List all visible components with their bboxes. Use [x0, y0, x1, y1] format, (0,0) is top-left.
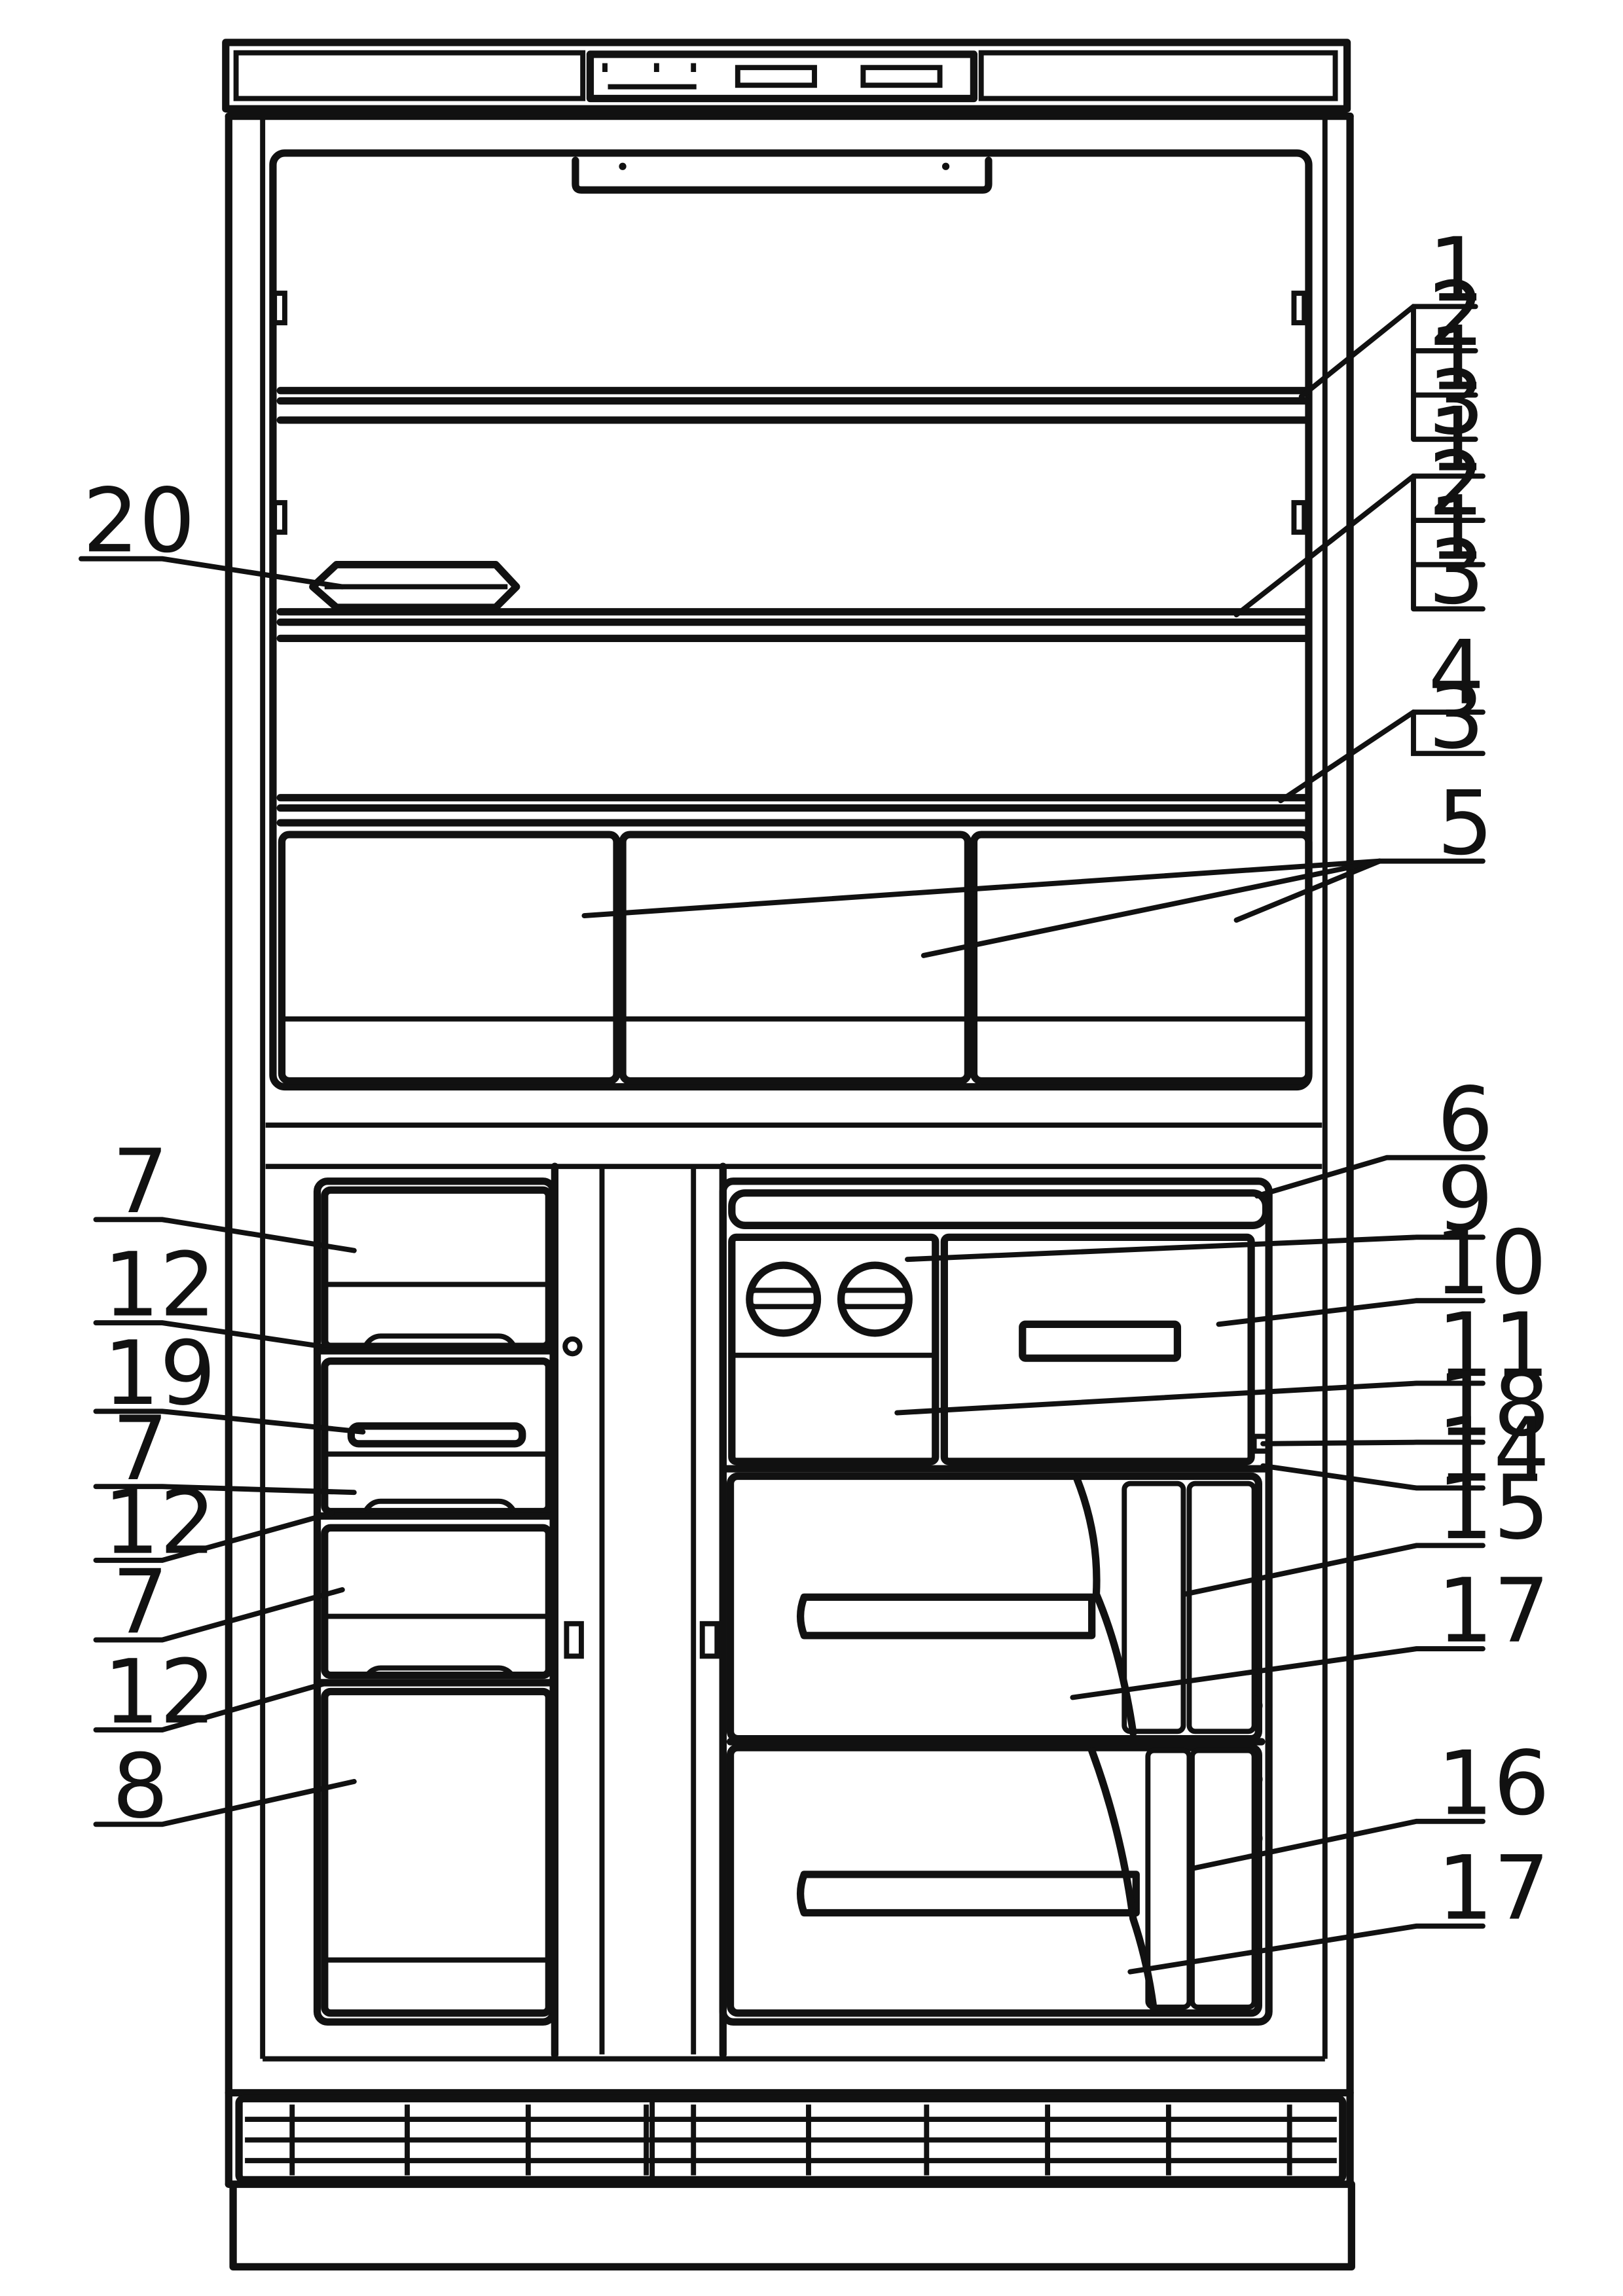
callout-7: 7	[112, 1550, 168, 1653]
callout-6: 6	[1437, 1067, 1493, 1171]
callout-19: 19	[103, 1321, 216, 1425]
callout-4: 4	[1429, 621, 1485, 725]
callout-8: 8	[112, 1734, 168, 1838]
callout-3: 3	[1429, 351, 1485, 454]
callout-15: 15	[1437, 1456, 1550, 1559]
callout-14: 14	[1437, 1398, 1550, 1501]
callout-17: 17	[1437, 1559, 1550, 1662]
callout-5: 5	[1437, 771, 1493, 874]
callout-18: 18	[1437, 1352, 1550, 1456]
callout-17: 17	[1437, 1837, 1550, 1940]
left-drawers	[313, 1177, 557, 2026]
callout-2: 2	[1429, 432, 1485, 535]
callout-16: 16	[1437, 1732, 1550, 1835]
callout-1: 1	[1429, 387, 1485, 491]
callout-20: 20	[82, 469, 195, 572]
upper-compartment	[269, 149, 1313, 1091]
compartment-divider	[265, 1122, 1322, 1170]
cabinet	[225, 112, 1355, 2271]
callout-1: 1	[1429, 307, 1485, 410]
callout-3: 3	[1429, 665, 1485, 768]
callout-1: 1	[1429, 476, 1485, 580]
callout-1: 1	[1429, 218, 1485, 321]
callout-11: 11	[1437, 1293, 1550, 1397]
callout-3: 3	[1429, 520, 1485, 624]
callout-12: 12	[103, 1471, 216, 1574]
callout-7: 7	[112, 1397, 168, 1500]
callout-12: 12	[103, 1233, 216, 1336]
callout-10: 10	[1434, 1211, 1547, 1314]
leader-lines	[79, 304, 1486, 1975]
callout-numbers: 1 2 1 3 1 2 1 3 4 3 5 20 6 9 10 11 18 14…	[82, 218, 1550, 1939]
callout-7: 7	[112, 1130, 168, 1233]
callout-2: 2	[1429, 262, 1485, 366]
kick-plate-grille	[235, 2094, 1347, 2184]
control-panel	[222, 39, 1351, 113]
callout-9: 9	[1437, 1147, 1493, 1251]
right-compartment	[719, 1177, 1273, 2026]
callout-12: 12	[103, 1640, 216, 1744]
